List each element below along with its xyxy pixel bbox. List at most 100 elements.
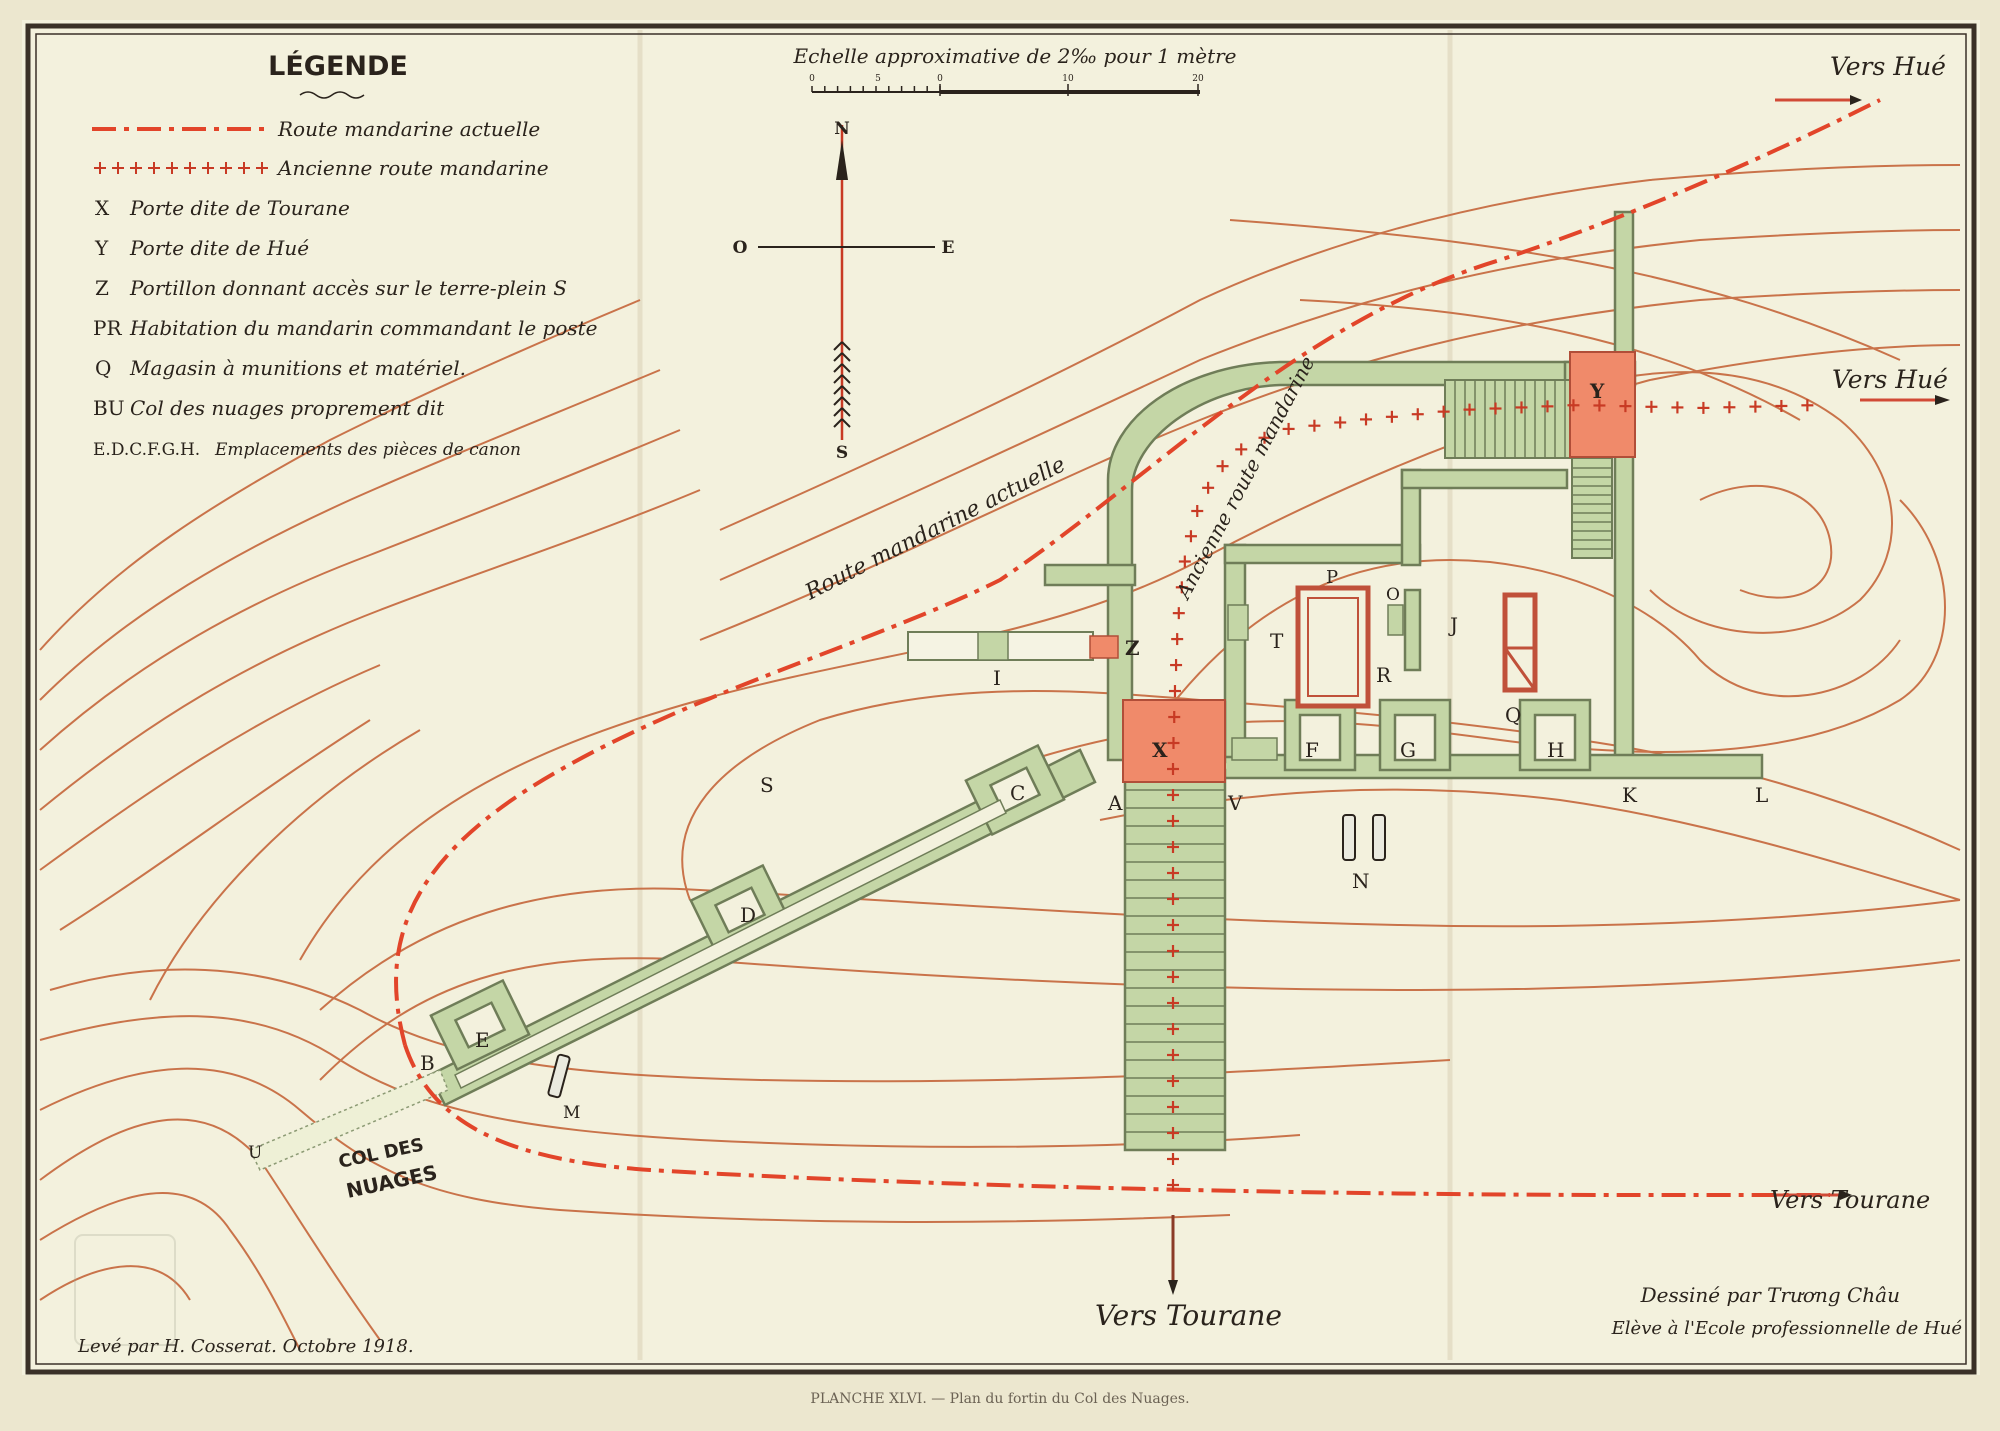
credit-school: Elève à l'Ecole professionnelle de Hué	[1611, 1318, 1963, 1339]
contour-line	[39, 1015, 1301, 1148]
modern-road-south	[403, 1044, 1830, 1198]
inner-north-wall	[1223, 543, 1422, 565]
contour-line	[59, 719, 371, 931]
v-steps	[1231, 737, 1278, 761]
legend-key: Q	[95, 356, 111, 380]
contour-line	[1699, 485, 1833, 599]
north-stair-steps	[1454, 380, 1566, 458]
point-x: X	[1152, 738, 1168, 762]
wall-stub	[1043, 563, 1137, 587]
legend-key: BU	[93, 396, 125, 420]
legend-key: Z	[95, 276, 109, 300]
direction-hue-top: Vers Hué	[1830, 52, 1946, 81]
point-s: S	[760, 773, 774, 797]
building-q	[1502, 592, 1538, 693]
scale-tick-label: 10	[1062, 74, 1074, 84]
credit-surveyed: Levé par H. Cosserat. Octobre 1918.	[77, 1336, 414, 1357]
legend-key: PR	[93, 316, 122, 340]
feather	[841, 341, 851, 351]
watermark-box	[74, 1234, 176, 1346]
scale-tick-label: 0	[937, 74, 943, 84]
compass-north-arrow	[836, 140, 848, 180]
point-k: K	[1622, 783, 1638, 807]
point-labels: A B C D E F G H I J K L M N O P Q R S T …	[248, 379, 1768, 1163]
legend-text: Habitation du mandarin commandant le pos…	[129, 316, 598, 340]
contour-line	[1099, 788, 1961, 901]
point-c: C	[1010, 781, 1025, 805]
watermark	[74, 1234, 176, 1346]
legend-text: Emplacements des pièces de canon	[214, 440, 521, 460]
buildings	[907, 585, 1538, 709]
contour-line	[39, 429, 681, 751]
point-o: O	[1386, 585, 1400, 605]
plate-caption: PLANCHE XLVI. — Plan du fortin du Col de…	[810, 1391, 1189, 1407]
route-mandarine-actuelle	[394, 98, 1881, 1198]
point-f: F	[1305, 738, 1319, 762]
emplacement-c-inner	[988, 766, 1042, 814]
east-stair-steps	[1572, 467, 1612, 550]
east-wall	[1613, 210, 1635, 769]
feather	[833, 385, 843, 395]
arrowhead-tourane-right	[1840, 1190, 1852, 1200]
point-g: G	[1400, 738, 1416, 762]
contour-line	[719, 229, 1961, 581]
credit-drawn-by: Dessiné par Trương Châu	[1640, 1283, 1900, 1307]
scale-ticks	[811, 84, 1199, 96]
contour-line	[1159, 558, 1901, 721]
point-l: L	[1755, 783, 1768, 807]
emplacement-d-inner	[713, 886, 767, 934]
inner-spur	[1403, 588, 1422, 672]
compass-rose: N S E O	[733, 119, 955, 463]
emplacement-e-inner	[453, 1001, 507, 1049]
legend-key: X	[95, 196, 110, 220]
contour-line	[299, 344, 1961, 961]
legend-text: Ancienne route mandarine	[276, 156, 549, 180]
contour-line	[1299, 299, 1801, 421]
cannon-n1	[1342, 814, 1356, 861]
contour-line	[39, 369, 661, 701]
legend-title: LÉGENDE	[268, 50, 408, 82]
scale-tick-label: 5	[875, 74, 881, 84]
building-q-cross	[1503, 647, 1537, 691]
feather	[833, 396, 843, 406]
feather	[841, 374, 851, 384]
map-frame	[25, 23, 1977, 1375]
o-steps	[1387, 604, 1404, 636]
legend-ornament	[299, 91, 365, 99]
feather	[841, 407, 851, 417]
feather	[841, 385, 851, 395]
point-e: E	[475, 1028, 490, 1052]
legend-swatch-old-road	[94, 162, 268, 174]
modern-road-north	[394, 98, 1881, 1046]
feather	[841, 418, 851, 428]
legend-key: E.D.C.F.G.H.	[93, 440, 200, 460]
point-i: I	[993, 666, 1001, 690]
arrowhead-hue-right	[1935, 395, 1950, 405]
compass-n: N	[834, 119, 850, 139]
contour-line	[39, 1265, 191, 1301]
legend-text: Col des nuages proprement dit	[130, 396, 445, 420]
feather	[833, 352, 843, 362]
feather	[833, 363, 843, 373]
feather	[833, 341, 843, 351]
i-steps	[977, 631, 1009, 661]
cannon-n2	[1372, 814, 1386, 861]
point-d: D	[740, 903, 756, 927]
feather	[833, 374, 843, 384]
contour-line	[719, 164, 1961, 531]
point-h: H	[1547, 738, 1564, 762]
ancienne-route-mandarine	[1167, 399, 1814, 1191]
scale-tick-label: 0	[809, 74, 815, 84]
compass-s: S	[836, 443, 848, 463]
contour-line	[39, 489, 701, 811]
legend-text: Magasin à munitions et matériel.	[129, 356, 466, 380]
emplacement-f-inner	[1298, 713, 1342, 762]
point-u: U	[248, 1143, 262, 1163]
point-z: Z	[1125, 636, 1140, 660]
compass-o: O	[733, 238, 748, 258]
col-path	[248, 1069, 449, 1171]
t-steps	[1227, 604, 1249, 641]
map-inner-frame	[35, 33, 1967, 1365]
cannons	[547, 814, 1386, 1099]
